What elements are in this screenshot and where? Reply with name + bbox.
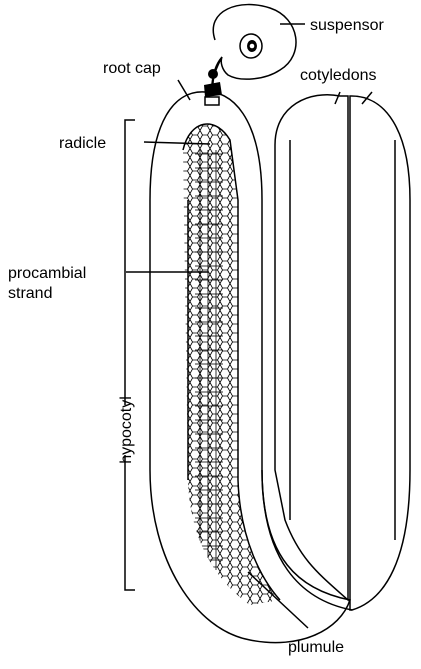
label-hypocotyl: hypocotyl xyxy=(118,396,135,464)
label-suspensor: suspensor xyxy=(310,17,384,34)
label-procambial: procambial xyxy=(8,265,86,282)
label-radicle: radicle xyxy=(59,135,106,152)
cotyledons-structure xyxy=(262,95,410,610)
hypocotyl-body xyxy=(140,90,360,650)
hypocotyl-bracket xyxy=(125,120,135,590)
label-cotyledons: cotyledons xyxy=(300,67,377,84)
leader-lines xyxy=(126,24,372,628)
label-plumule: plumule xyxy=(288,639,344,656)
label-strand: strand xyxy=(8,285,52,302)
cotyledons-leader-left xyxy=(335,92,340,104)
label-root-cap: root cap xyxy=(103,60,161,77)
suspensor-structure xyxy=(204,5,296,105)
